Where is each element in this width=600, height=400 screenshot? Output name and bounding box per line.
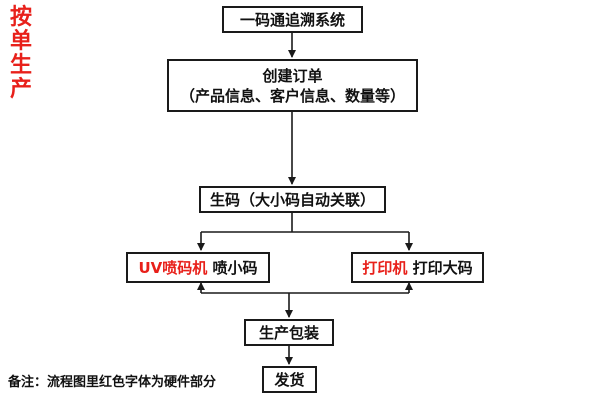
packaging-label: 生产包装 bbox=[258, 324, 319, 342]
printer-hardware-label: 打印机 bbox=[362, 259, 408, 277]
printer-node: 打印机 打印大码 bbox=[351, 252, 484, 283]
shipping-label: 发货 bbox=[274, 371, 305, 389]
uv-machine-action-label: 喷小码 bbox=[207, 259, 258, 277]
system-node: 一码通追溯系统 bbox=[222, 6, 363, 33]
create-order-detail: （产品信息、客户信息、数量等） bbox=[179, 86, 405, 105]
generate-code-node: 生码（大小码自动关联） bbox=[199, 186, 386, 213]
footnote: 备注：流程图里红色字体为硬件部分 bbox=[8, 375, 217, 390]
uv-machine-node: UV喷码机 喷小码 bbox=[126, 252, 270, 283]
packaging-node: 生产包装 bbox=[244, 319, 334, 346]
generate-code-label: 生码（大小码自动关联） bbox=[209, 191, 375, 209]
printer-action-label: 打印大码 bbox=[407, 259, 473, 277]
shipping-node: 发货 bbox=[262, 366, 317, 393]
create-order-title: 创建订单 bbox=[262, 66, 323, 85]
create-order-node: 创建订单 （产品信息、客户信息、数量等） bbox=[167, 59, 418, 112]
side-title: 按单生产 bbox=[9, 5, 32, 102]
system-label: 一码通追溯系统 bbox=[239, 11, 345, 29]
uv-machine-hardware-label: UV喷码机 bbox=[138, 259, 208, 277]
